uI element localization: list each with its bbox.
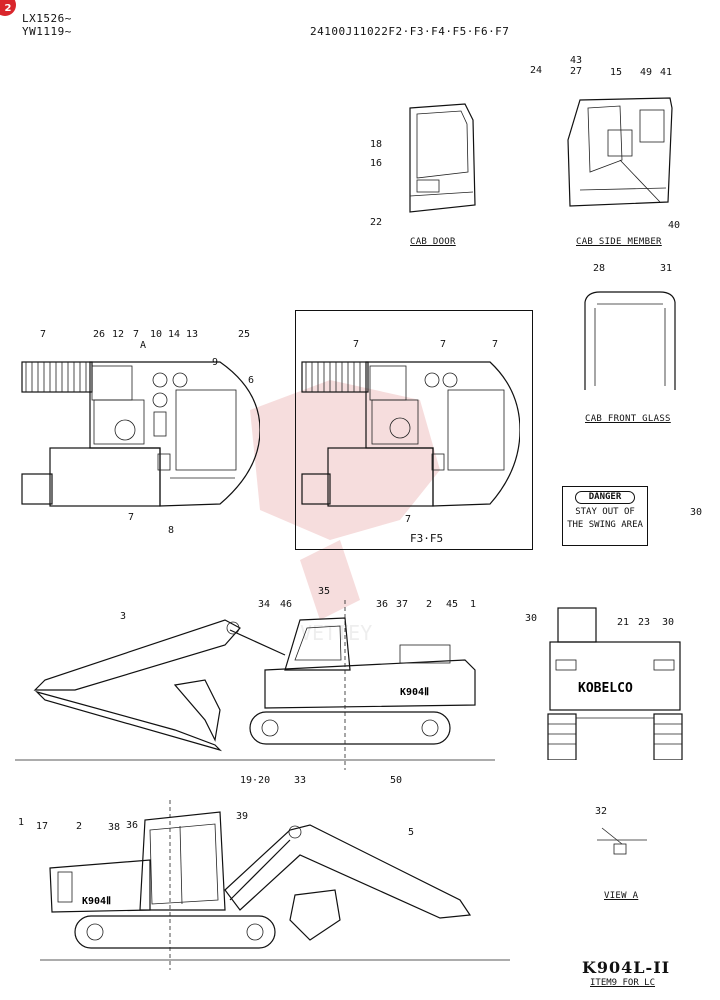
callout-31: 31 [660, 263, 673, 274]
callout-right-1: 1 [18, 817, 25, 828]
callout-right-17: 17 [36, 821, 49, 832]
callout-27: 27 [570, 66, 583, 77]
callout-top-14: 14 [168, 329, 181, 340]
callout-top-8: 8 [168, 525, 175, 536]
cab-door-drawing [409, 103, 476, 213]
callout-right-36: 36 [126, 820, 139, 831]
f3-f5-caption: F3·F5 [410, 532, 444, 545]
serial-range-2: YW1119~ [22, 25, 72, 38]
callout-top-13: 13 [186, 329, 199, 340]
callout-top-6: 6 [248, 375, 255, 386]
callout-41: 41 [660, 67, 673, 78]
svg-text:VETTEY: VETTEY [300, 621, 372, 645]
callout-view-a-32: 32 [595, 806, 608, 817]
danger-decal-line1: STAY OUT OF [575, 507, 635, 517]
callout-top-7c: 7 [128, 512, 135, 523]
item-note: ITEM9 FOR LC [590, 978, 656, 988]
callout-side-50: 50 [390, 775, 403, 786]
callout-rear-23: 23 [638, 617, 651, 628]
callout-28: 28 [593, 263, 606, 274]
callout-top-25: 25 [238, 329, 251, 340]
callout-top-12: 12 [112, 329, 125, 340]
corner-badge-label: 2 [4, 2, 12, 14]
callout-16: 16 [370, 158, 383, 169]
callout-f3-7c: 7 [492, 339, 499, 350]
callout-top-9: 9 [212, 357, 219, 368]
top-view-f3f5-drawing [301, 361, 520, 507]
callout-rear-21: 21 [617, 617, 630, 628]
callout-side-35: 35 [318, 586, 331, 597]
cab-side-member-drawing [567, 97, 673, 207]
callout-f3-7a: 7 [353, 339, 360, 350]
callout-f3-7b: 7 [440, 339, 447, 350]
cab-front-glass-caption: CAB FRONT GLASS [585, 414, 671, 424]
callout-top-26: 26 [93, 329, 106, 340]
callout-right-38: 38 [108, 822, 121, 833]
top-view-drawing [21, 361, 260, 507]
danger-decal-line2: THE SWING AREA [567, 520, 643, 530]
callout-40: 40 [668, 220, 681, 231]
view-a-drawing [597, 827, 647, 855]
callout-18: 18 [370, 139, 383, 150]
callout-danger-30: 30 [690, 507, 703, 518]
callout-side-1: 1 [470, 599, 477, 610]
callout-top-10: 10 [150, 329, 163, 340]
callout-f3-7d: 7 [405, 514, 412, 525]
callout-side-3: 3 [120, 611, 127, 622]
callout-side-46: 46 [280, 599, 293, 610]
callout-49: 49 [640, 67, 653, 78]
side-view-right-drawing: K904Ⅱ [40, 800, 510, 970]
corner-badge: 2 [0, 0, 16, 16]
view-a-caption: VIEW A [604, 891, 639, 901]
danger-decal-title: DANGER [575, 491, 635, 504]
callout-top-7a: 7 [40, 329, 47, 340]
side-left-body-decal: K904Ⅱ [400, 687, 429, 698]
callout-right-39: 39 [236, 811, 249, 822]
callout-side-34: 34 [258, 599, 271, 610]
side-right-body-decal: K904Ⅱ [82, 896, 111, 907]
callout-rear-30b: 30 [662, 617, 675, 628]
top-view-marker-a: A [140, 340, 147, 351]
callout-side-37: 37 [396, 599, 409, 610]
callout-24: 24 [530, 65, 543, 76]
serial-range-1: LX1526~ [22, 12, 72, 25]
side-view-left-drawing: K904Ⅱ [15, 600, 495, 770]
f3-f5-frame [295, 310, 533, 550]
callout-15: 15 [610, 67, 623, 78]
cab-front-glass-drawing [584, 291, 676, 390]
model-label: K904L-II [582, 958, 671, 977]
callout-side-33: 33 [294, 775, 307, 786]
callout-right-5: 5 [408, 827, 415, 838]
callout-top-7b: 7 [133, 329, 140, 340]
callout-right-2: 2 [76, 821, 83, 832]
cab-door-caption: CAB DOOR [410, 237, 456, 247]
callout-rear-30a: 30 [525, 613, 538, 624]
part-number: 24100J11022F2·F3·F4·F5·F6·F7 [310, 25, 510, 38]
callout-side-36: 36 [376, 599, 389, 610]
cab-side-member-caption: CAB SIDE MEMBER [576, 237, 662, 247]
callout-side-45: 45 [446, 599, 459, 610]
callout-side-19-20: 19·20 [240, 775, 271, 786]
rear-view-drawing: KOBELCO [547, 607, 683, 760]
callout-43: 43 [570, 55, 583, 66]
callout-22: 22 [370, 217, 383, 228]
rear-brand-text: KOBELCO [578, 681, 633, 696]
callout-side-2: 2 [426, 599, 433, 610]
danger-decal: DANGER STAY OUT OF THE SWING AREA [562, 486, 648, 546]
